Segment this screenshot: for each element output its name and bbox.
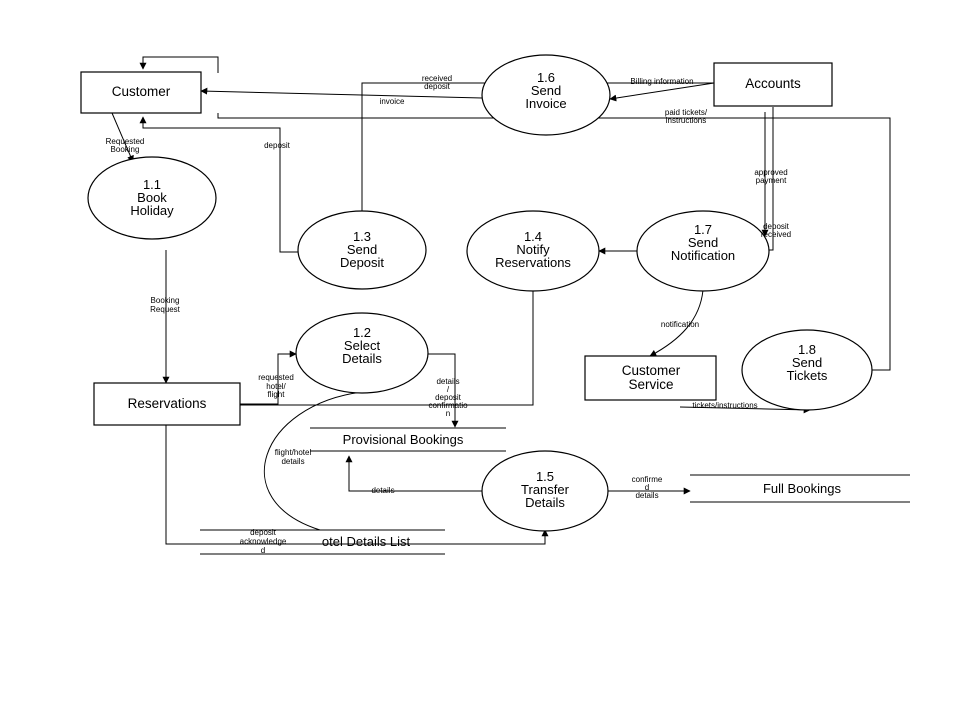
process-id-1-3: 1.3 <box>353 229 371 244</box>
entity-customer-service: Customer Service <box>584 355 717 401</box>
flow-line-flight-hotel <box>345 455 482 492</box>
flow-label-approved-payment-1: approved <box>754 168 787 177</box>
flow-label-deposit-received-1: deposit <box>763 222 790 231</box>
process-name-1-7a: Send <box>688 235 718 250</box>
flow-label-deposit-ack-2: acknowledge <box>240 537 287 546</box>
data-store-provisional-bookings: Provisional Bookings <box>310 427 506 452</box>
process-id-1-7: 1.7 <box>694 222 712 237</box>
entity-reservations: Reservations <box>93 382 241 426</box>
flow-line-tickets-to-customer <box>217 113 891 371</box>
entity-customer: Customer <box>80 71 202 114</box>
flow-label-billing: Billing information <box>630 77 693 86</box>
process-name-1-5b: Details <box>525 495 565 510</box>
flow-line-requested-booking <box>111 112 134 163</box>
process-name-1-3b: Deposit <box>340 255 384 270</box>
flow-label-confirmed-1: confirme <box>632 475 663 484</box>
process-name-1-2b: Details <box>342 351 382 366</box>
data-store-hotel-details-list: otel Details List <box>200 529 445 555</box>
process-book-holiday: 1.1 Book Holiday <box>87 156 217 240</box>
process-transfer-details: 1.5 Transfer Details <box>481 450 609 532</box>
flow-line-deposit <box>139 116 298 253</box>
process-id-1-6: 1.6 <box>537 70 555 85</box>
flow-label-requested-hotel-2: hotel/ <box>266 382 286 391</box>
flow-line-hotel-arc <box>263 391 363 531</box>
entity-label-customer: Customer <box>112 84 171 99</box>
flow-label-paid-tickets-1: paid tickets/ <box>665 108 708 117</box>
flow-label-notification: notification <box>661 320 699 329</box>
process-name-1-2a: Select <box>344 338 381 353</box>
flow-label-booking-request-1: Booking <box>151 296 180 305</box>
flow-label-confirmed-2: d <box>645 483 649 492</box>
flow-label-deposit-confirmation-2: / <box>447 385 450 394</box>
flow-line-to-provisional <box>428 353 459 428</box>
flow-label-requested-booking-1: Requested <box>106 137 145 146</box>
process-name-1-3a: Send <box>347 242 377 257</box>
process-id-1-1: 1.1 <box>143 177 161 192</box>
process-name-1-8b: Tickets <box>787 368 828 383</box>
flow-line-deposit-confirmation <box>240 290 534 406</box>
process-name-1-6a: Send <box>531 83 561 98</box>
process-name-1-4b: Reservations <box>495 255 571 270</box>
process-id-1-4: 1.4 <box>524 229 542 244</box>
flow-label-deposit-ack-3: d <box>261 546 265 555</box>
store-label-provisional: Provisional Bookings <box>343 432 464 447</box>
flow-label-requested-hotel-1: requested <box>258 373 294 382</box>
flow-label-deposit-ack-1: deposit <box>250 528 277 537</box>
process-send-notification: 1.7 Send Notification <box>636 210 770 292</box>
entity-label-customer-service-2: Service <box>628 377 673 392</box>
process-send-tickets: 1.8 Send Tickets <box>741 329 873 411</box>
flow-label-received-deposit-1: received <box>422 74 452 83</box>
flow-label-details: details <box>371 486 394 495</box>
flow-label-deposit-confirmation-5: n <box>446 409 450 418</box>
process-notify-reservations: 1.4 Notify Reservations <box>466 210 600 292</box>
flow-line-billing <box>609 82 715 102</box>
flow-line-tickets-instructions <box>679 406 811 414</box>
flow-label-confirmed-3: details <box>635 491 658 500</box>
flow-lines <box>111 56 891 545</box>
flow-label-paid-tickets-2: instructions <box>666 116 706 125</box>
process-name-1-1b: Holiday <box>130 203 174 218</box>
store-label-hotel: otel Details List <box>322 534 411 549</box>
flow-label-received-deposit-2: deposit <box>424 82 451 91</box>
flow-label-approved-payment-2: payment <box>756 176 787 185</box>
flow-label-deposit: deposit <box>264 141 291 150</box>
process-name-1-5a: Transfer <box>521 482 570 497</box>
flow-labels: received deposit invoice Billing informa… <box>106 74 791 555</box>
flow-label-requested-booking-2: Booking <box>111 145 140 154</box>
flow-label-booking-request-2: Request <box>150 305 181 314</box>
process-id-1-5: 1.5 <box>536 469 554 484</box>
process-name-1-7b: Notification <box>671 248 735 263</box>
flow-line-requested-hotel <box>240 350 297 405</box>
process-send-deposit: 1.3 Send Deposit <box>297 210 427 290</box>
flow-line-deposit-ack <box>165 425 549 545</box>
process-name-1-8a: Send <box>792 355 822 370</box>
store-label-full: Full Bookings <box>763 481 842 496</box>
entity-label-customer-service-1: Customer <box>622 363 681 378</box>
process-name-1-1a: Book <box>137 190 167 205</box>
flow-label-tickets-instructions: tickets/instructions <box>692 401 757 410</box>
flow-label-requested-hotel-3: flight <box>268 390 286 399</box>
process-id-1-8: 1.8 <box>798 342 816 357</box>
flow-line-invoice <box>200 87 483 99</box>
flow-label-flight-hotel-2: details <box>281 457 304 466</box>
entity-accounts: Accounts <box>713 62 833 107</box>
data-store-full-bookings: Full Bookings <box>690 474 910 503</box>
entity-label-accounts: Accounts <box>745 76 801 91</box>
process-id-1-2: 1.2 <box>353 325 371 340</box>
process-name-1-6b: Invoice <box>525 96 566 111</box>
flow-label-deposit-confirmation-4: confirmatio <box>428 401 468 410</box>
process-name-1-4a: Notify <box>516 242 550 257</box>
flow-label-flight-hotel-1: flight/hotel <box>275 448 312 457</box>
flow-line-notification <box>649 289 704 357</box>
flow-line-customer-loop <box>139 56 219 73</box>
process-send-invoice: 1.6 Send Invoice <box>481 54 611 136</box>
flow-label-deposit-confirmation-1: details <box>436 377 459 386</box>
entity-label-reservations: Reservations <box>128 396 207 411</box>
flow-label-deposit-confirmation-3: deposit <box>435 393 462 402</box>
flow-label-deposit-received-2: received <box>761 230 791 239</box>
flow-label-invoice: invoice <box>380 97 405 106</box>
process-select-details: 1.2 Select Details <box>295 312 429 394</box>
